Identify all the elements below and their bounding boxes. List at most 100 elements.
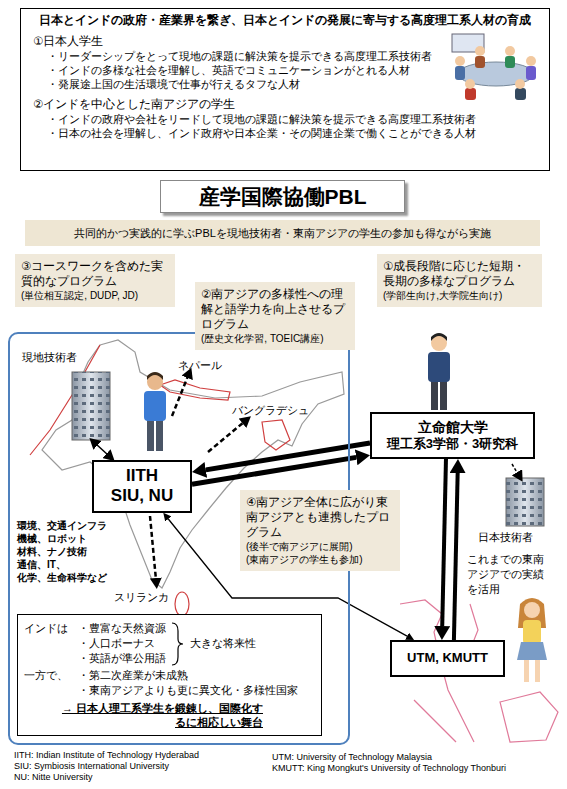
map-art — [144, 391, 166, 421]
connector-arrow — [454, 473, 458, 640]
node-text: 日本とインドの政府・産業界を繋ぎ、日本とインドの発展に寄与する高度理工系人材の育… — [29, 13, 541, 28]
text-label: 日本技術者 — [478, 530, 533, 544]
node-text: 通信、IT、 — [17, 559, 66, 571]
node-text: ②南アジアの多様性への理解と語学力を向上させるプログラム — [201, 287, 349, 332]
map-art — [475, 46, 485, 56]
node-text: 理工系3学部・3研究科 — [376, 436, 529, 453]
map-art — [505, 46, 515, 56]
text-label: ネパール — [178, 358, 222, 372]
brace-symbol — [170, 621, 184, 667]
brace-symbol — [172, 623, 183, 665]
node-text: 一方で、 — [24, 668, 68, 682]
island-outline — [500, 692, 558, 742]
node-text: (学部生向け,大学院生向け) — [383, 289, 536, 302]
text-label: UTM: University of Technology Malaysia — [272, 752, 432, 763]
person-figure — [428, 333, 450, 410]
map-art — [465, 88, 476, 100]
island-outline — [414, 700, 456, 742]
node-text: ・発展途上国の生活環境で仕事が行えるタフな人材 — [29, 77, 541, 91]
node-text: (後半で南アジアに展開) — [246, 540, 394, 553]
map-art — [535, 660, 540, 682]
node-text: ・インドの多様な社会を理解し、英語でコミュニケーションがとれる人材 — [29, 63, 541, 77]
dashed-arrow — [150, 516, 156, 580]
goal-panel: 日本とインドの政府・産業界を繋ぎ、日本とインドの発展に寄与する高度理工系人材の育… — [20, 8, 550, 171]
map-art — [455, 56, 465, 66]
link-arrow — [96, 444, 108, 455]
node-text: 化学、生命科学など — [17, 572, 107, 584]
text-label: これまでの東南アジアでの実績を活用 — [467, 552, 553, 597]
person-figure — [144, 372, 166, 451]
dashed-arrow — [172, 376, 188, 416]
node-text: 共同的かつ実践的に学ぶPBLを現地技術者・東南アジアの学生の参加も得ながら実施 — [29, 226, 536, 240]
node-text: ②インドを中心とした南アジアの学生 — [29, 97, 541, 112]
university-box: 立命館大学理工系3学部・3研究科 — [370, 412, 535, 459]
text-label: 現地技術者 — [22, 350, 77, 364]
map-art — [431, 333, 447, 341]
summary-band: 共同的かつ実践的に学ぶPBLを現地技術者・東南アジアの学生の参加も得ながら実施 — [25, 220, 540, 246]
map-art — [72, 372, 110, 440]
node-text: インドは — [24, 621, 68, 635]
bangladesh-outline — [262, 420, 290, 450]
node-text: (歴史文化学習, TOEIC講座) — [201, 332, 349, 345]
map-art — [523, 620, 541, 644]
map-art — [526, 56, 536, 66]
node-text: ・東南アジアよりも更に異文化・多様性国家 — [78, 683, 298, 697]
text-label: KMUTT: King Mongkut's University of Tech… — [272, 763, 506, 774]
text-label: SIU: Symbiosis International University — [14, 761, 169, 772]
node-text: (単位相互認定, DUDP, JD) — [21, 289, 169, 302]
node-text: 大きな将来性 — [190, 636, 256, 650]
node-text: ・豊富な天然資源 — [78, 621, 166, 635]
map-art — [428, 352, 450, 382]
map-art — [455, 66, 465, 80]
map-art — [506, 478, 544, 526]
program-box: ②南アジアの多様性への理解と語学力を向上させるプログラム(歴史文化学習, TOE… — [195, 282, 355, 350]
map-art — [517, 642, 547, 660]
text-label: IITH: Indian Institute of Technology Hyd… — [14, 750, 199, 761]
node-text: ・第二次産業が未成熟 — [78, 668, 188, 682]
person-figure — [517, 598, 547, 682]
node-text: ・インドの政府や会社をリードして現地の課題に解決策を提示できる高度理工系技術者 — [29, 112, 541, 126]
map-art — [526, 66, 536, 80]
node-text: ・英語が準公用語 — [78, 651, 166, 665]
connector-arrow — [442, 459, 446, 626]
node-text: 機械、ロボット — [17, 533, 87, 545]
map-art — [524, 660, 529, 682]
text-label: スリランカ — [114, 590, 169, 604]
india-note-box: インドは・豊富な天然資源・人口ボーナス・英語が準公用語 大きな将来性一方で、・第二… — [17, 614, 322, 736]
map-art — [515, 88, 526, 100]
node-text: 環境、交通インフラ — [17, 520, 107, 532]
map-art — [147, 419, 154, 451]
node-text: ・日本の社会を理解し、インド政府や日本企業・その関連企業で働くことができる人材 — [29, 126, 541, 140]
node-text: SIU, NU — [98, 486, 186, 506]
dashed-arrow — [208, 422, 244, 452]
connector-arrow — [206, 443, 370, 470]
node-text: IITH — [98, 466, 186, 486]
node-text: 立命館大学 — [376, 418, 529, 436]
program-box: ④南アジア全体に広がり東南アジアとも連携したプログラム(後半で南アジアに展開)(… — [240, 490, 400, 571]
srilanka-outline — [175, 592, 189, 616]
map-art — [147, 372, 163, 380]
node-text: 産学国際協働PBL — [163, 183, 402, 210]
text-label: NU: Nitte University — [14, 772, 93, 783]
map-art — [515, 79, 525, 89]
link-arrow — [512, 464, 518, 474]
map-art — [524, 602, 540, 618]
node-text: ・人口ボーナス — [78, 636, 155, 650]
map-art — [440, 380, 447, 410]
node-text: ③コースワークを含めた実質的なプログラム — [21, 259, 169, 289]
map-art — [156, 419, 163, 451]
map-art — [431, 380, 438, 410]
node-text: ④南アジア全体に広がり東南アジアとも連携したプログラム — [246, 495, 394, 540]
node-text: ①日本人学生 — [29, 34, 541, 49]
map-art — [465, 79, 475, 89]
node-text: → 日本人理工系学生を鍛錬し、国際化するに相応しい舞台 — [58, 701, 263, 730]
university-box: IITHSIU, NU — [92, 460, 192, 513]
university-box: UTM, KMUTT — [390, 640, 505, 677]
building-icon — [506, 478, 544, 526]
banner-box: 産学国際協働PBL — [160, 180, 405, 213]
program-box: ①成長段階に応じた短期・長期の多様なプログラム(学部生向け,大学院生向け) — [377, 254, 542, 307]
node-text: UTM, KMUTT — [396, 650, 499, 667]
map-art — [72, 372, 110, 440]
node-text: 材料、ナノ技術 — [17, 546, 87, 558]
program-box: ③コースワークを含めた実質的なプログラム(単位相互認定, DUDP, JD) — [15, 254, 175, 307]
